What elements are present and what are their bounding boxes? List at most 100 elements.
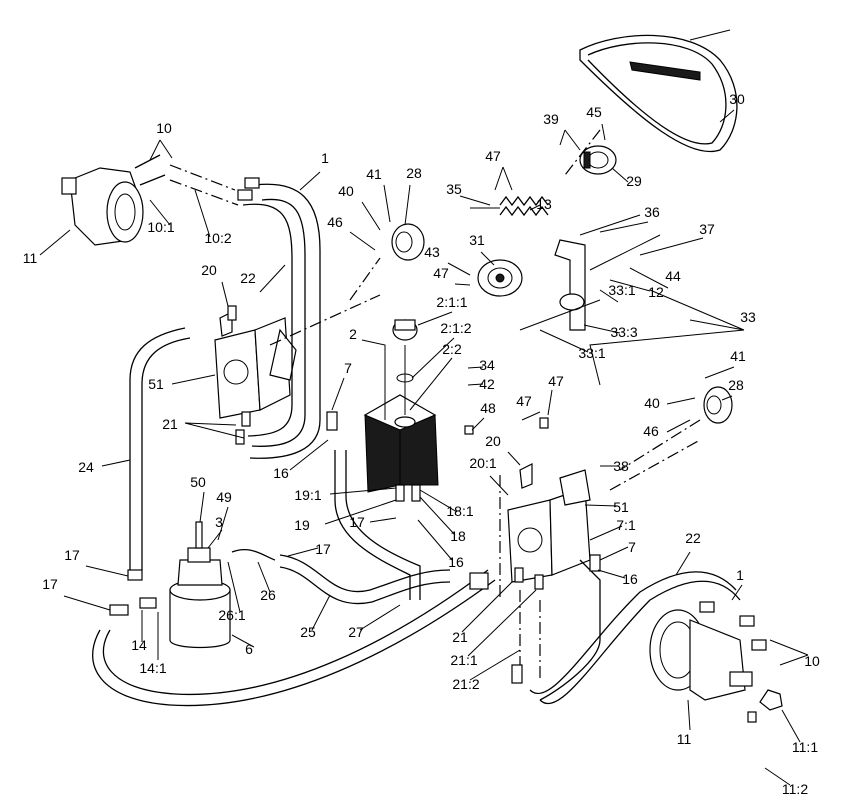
callout-c46a: 46	[327, 214, 343, 230]
pulley-29	[564, 129, 617, 176]
callout-c47c: 47	[548, 373, 564, 389]
callout-c39: 39	[543, 111, 559, 127]
callout-c10b: 10	[804, 653, 820, 669]
callout-c40a: 40	[338, 183, 354, 199]
callout-c1a: 1	[321, 150, 329, 166]
callout-c41b: 41	[730, 348, 746, 364]
callout-c11b: 11	[677, 731, 692, 747]
callout-c10_1: 10:1	[147, 219, 174, 235]
callout-c10_2: 10:2	[204, 230, 231, 246]
callout-c42: 42	[479, 376, 495, 392]
hydraulic-pump-upper	[214, 311, 297, 419]
leader-lines	[39, 109, 809, 786]
callout-c16b: 16	[448, 554, 464, 570]
callout-c49: 49	[216, 489, 232, 505]
callout-c21a: 21	[162, 416, 178, 432]
tension-spring	[470, 195, 549, 217]
fittings	[109, 177, 767, 684]
callout-c14: 14	[131, 637, 147, 653]
callout-c51b: 51	[613, 499, 629, 515]
callout-c41a: 41	[366, 166, 382, 182]
callout-c33_1b: 33:1	[578, 345, 605, 361]
callout-c17a: 17	[64, 547, 80, 563]
callout-c16a: 16	[273, 465, 289, 481]
callout-c36: 36	[644, 204, 660, 220]
callout-c18_1: 18:1	[446, 503, 473, 519]
callout-c6: 6	[245, 641, 253, 657]
callout-c17c: 17	[349, 514, 365, 530]
drive-belt	[579, 29, 738, 153]
callout-c28a: 28	[406, 165, 422, 181]
callout-c2: 2	[349, 326, 357, 342]
callout-c11_1: 11:1	[792, 739, 818, 755]
callout-c26_1: 26:1	[218, 607, 245, 623]
callout-c19: 19	[294, 517, 310, 533]
callout-c26: 26	[260, 587, 276, 603]
callout-c11a: 11	[23, 250, 38, 266]
pulley-28-lower	[619, 386, 733, 471]
callout-c47a: 47	[485, 148, 501, 164]
callout-c29: 29	[626, 173, 642, 189]
callout-c2_2: 2:2	[442, 341, 462, 357]
callout-c44: 44	[665, 268, 681, 284]
callout-c46b: 46	[643, 423, 659, 439]
wheel-motor-upper	[61, 154, 166, 246]
callout-c2_1_1: 2:1:1	[436, 294, 467, 310]
callout-c14_1: 14:1	[139, 660, 166, 676]
callout-c1b: 1	[736, 567, 744, 583]
hydraulic-reservoir	[363, 319, 439, 493]
callout-c21b: 21	[452, 629, 468, 645]
callout-c37: 37	[699, 221, 715, 237]
callout-c48: 48	[480, 400, 496, 416]
callout-c7b: 7	[628, 539, 636, 555]
callout-c21_1: 21:1	[450, 652, 477, 668]
callout-c31: 31	[469, 232, 485, 248]
callout-c40b: 40	[644, 395, 660, 411]
callout-c17b: 17	[42, 576, 58, 592]
callout-c11_2: 11:2	[782, 781, 808, 797]
callout-c47d: 47	[516, 393, 532, 409]
center-lines	[169, 164, 701, 680]
callout-c35: 35	[446, 181, 462, 197]
callout-c16c: 16	[622, 571, 638, 587]
callout-c19_1: 19:1	[294, 487, 321, 503]
callout-c17d: 17	[315, 541, 331, 557]
hydraulic-pump-lower	[507, 463, 591, 583]
idler-pulley-31	[477, 259, 523, 297]
callout-c51a: 51	[148, 376, 164, 392]
callout-c28b: 28	[728, 377, 744, 393]
callout-c20_1: 20:1	[469, 455, 496, 471]
callout-c7_1: 7:1	[616, 517, 636, 533]
pulley-28-upper	[349, 223, 425, 301]
idler-arm-33	[519, 214, 661, 331]
callout-c22b: 22	[685, 530, 701, 546]
callout-c20b: 20	[485, 433, 501, 449]
callout-c12: 12	[648, 284, 664, 300]
callout-c34: 34	[479, 357, 495, 373]
callout-c25: 25	[300, 624, 316, 640]
callout-c33_3: 33:3	[610, 324, 637, 340]
callout-c7a: 7	[344, 360, 352, 376]
callout-c47b: 47	[433, 265, 449, 281]
callout-c30: 30	[729, 91, 745, 107]
callout-c45: 45	[586, 104, 602, 120]
callout-c22a: 22	[240, 270, 256, 286]
hydraulic-hoses	[92, 183, 741, 707]
callout-c20a: 20	[201, 262, 217, 278]
callout-c24: 24	[78, 459, 94, 475]
wheel-motor-lower	[649, 609, 783, 723]
hydraulic-filter	[169, 547, 231, 649]
callout-c18: 18	[450, 528, 466, 544]
callout-c3: 3	[215, 514, 223, 530]
callout-c10a: 10	[156, 120, 172, 136]
callout-c2_1_2: 2:1:2	[440, 320, 471, 336]
callout-c13: 13	[536, 196, 552, 212]
callout-c21_2: 21:2	[452, 676, 479, 692]
callout-c43: 43	[424, 244, 440, 260]
callout-c33a: 33	[740, 309, 756, 325]
callout-c33_1a: 33:1	[608, 282, 635, 298]
callout-c50: 50	[190, 474, 206, 490]
